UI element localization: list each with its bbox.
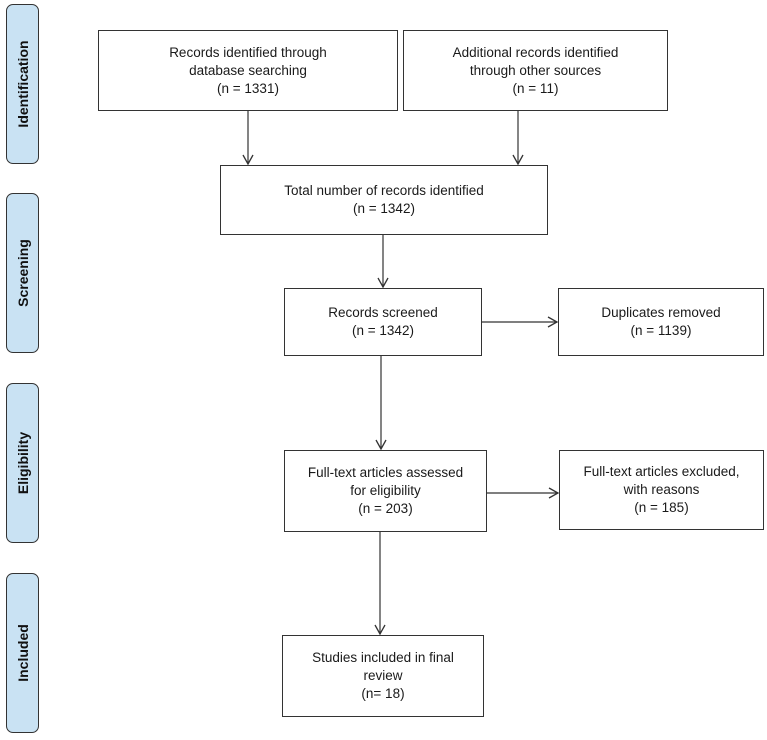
stage-eligibility: Eligibility <box>6 383 39 543</box>
box-fulltext-excluded-line-2: with reasons <box>623 482 700 497</box>
box-studies-included-line-3: (n= 18) <box>361 686 405 701</box>
box-other-records-line-1: Additional records identified <box>452 44 619 60</box>
box-other-records: Additional records identified through ot… <box>403 30 668 111</box>
box-studies-included-line-2: review <box>363 668 403 683</box>
stage-identification: Identification <box>6 4 39 164</box>
box-total-records-line-2: (n = 1342) <box>353 201 415 216</box>
box-fulltext-assessed-line-3: (n = 203) <box>358 501 413 516</box>
box-fulltext-assessed-line-2: for eligibility <box>350 483 421 498</box>
box-records-screened-line-1: Records screened <box>328 305 438 320</box>
box-database-records-line-1: Records identified through <box>169 44 327 60</box>
box-fulltext-excluded-line-3: (n = 185) <box>634 500 689 515</box>
box-duplicates-removed-line-2: (n = 1139) <box>630 323 692 338</box>
box-total-records-line-1: Total number of records identified <box>284 183 484 198</box>
stage-included: Included <box>6 573 39 733</box>
box-total-records: Total number of records identified (n = … <box>220 165 548 235</box>
box-other-records-line-2: through other sources <box>469 62 602 78</box>
box-duplicates-removed-line-1: Duplicates removed <box>601 305 721 320</box>
box-fulltext-assessed-line-1: Full-text articles assessed <box>307 465 464 480</box>
stage-screening: Screening <box>6 193 39 353</box>
box-fulltext-excluded-line-1: Full-text articles excluded, <box>583 464 740 479</box>
box-studies-included-line-1: Studies included in final <box>312 650 454 665</box>
box-database-records-line-3: (n = 1331) <box>217 80 279 96</box>
box-database-records: Records identified through database sear… <box>98 30 398 111</box>
box-other-records-line-3: (n = 11) <box>512 80 559 96</box>
box-fulltext-excluded: Full-text articles excluded, with reason… <box>559 450 764 530</box>
box-fulltext-assessed: Full-text articles assessed for eligibil… <box>284 450 487 532</box>
box-duplicates-removed: Duplicates removed (n = 1139) <box>558 288 764 356</box>
box-records-screened-line-2: (n = 1342) <box>352 323 414 338</box>
box-studies-included: Studies included in final review (n= 18) <box>282 635 484 717</box>
box-records-screened: Records screened (n = 1342) <box>284 288 482 356</box>
box-database-records-line-2: database searching <box>189 62 307 78</box>
